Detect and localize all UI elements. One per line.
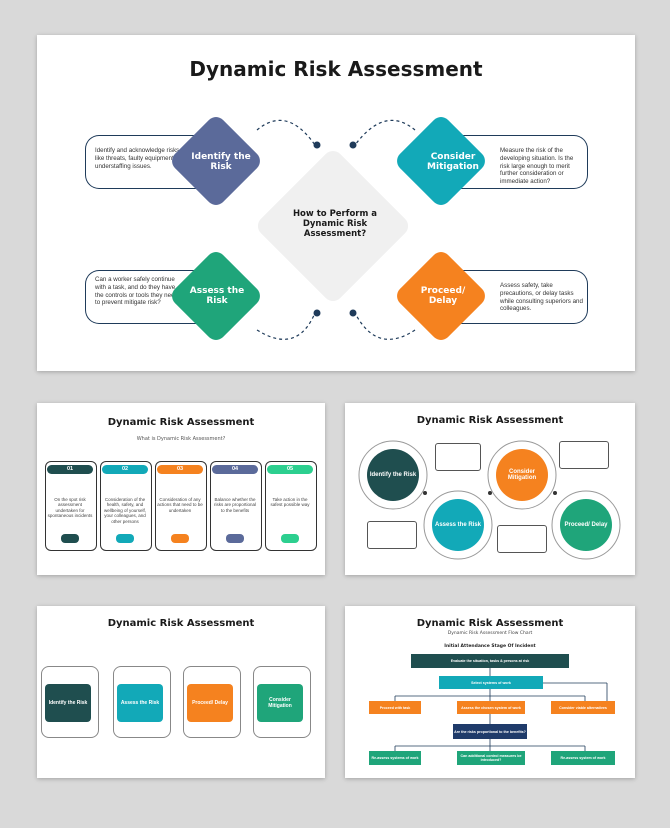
col-5-num: 05 bbox=[267, 465, 313, 474]
center-label: How to Perform a Dynamic Risk Assessment… bbox=[292, 209, 378, 239]
col-2-num: 02 bbox=[102, 465, 148, 474]
col-2 bbox=[100, 461, 152, 551]
card-frame-4 bbox=[253, 666, 311, 738]
step-text-mitigation: Measure the risk of the developing situa… bbox=[500, 147, 574, 185]
step-text-proceed: Assess safety, take precautions, or dela… bbox=[500, 282, 583, 313]
card-frame-3 bbox=[183, 666, 241, 738]
col-5-dot bbox=[281, 534, 299, 543]
connector-lines bbox=[256, 119, 416, 340]
col-3-text: Consideration of any actions that need t… bbox=[157, 497, 203, 513]
slide-4[interactable]: Dynamic Risk Assessment Identify the Ris… bbox=[37, 606, 325, 778]
slide-5-subtitle: Dynamic Risk Assessment Flow Chart bbox=[447, 631, 533, 636]
card-mitigation: Consider Mitigation bbox=[257, 684, 303, 722]
col-1-num: 01 bbox=[47, 465, 93, 474]
col-5 bbox=[265, 461, 317, 551]
circle-identify: Identify the Risk bbox=[367, 449, 419, 501]
col-4-num: 04 bbox=[212, 465, 258, 474]
col-1-text: On the spot risk assessment undertaken f… bbox=[47, 497, 93, 519]
slide-5[interactable]: Dynamic Risk Assessment Dynamic Risk Ass… bbox=[345, 606, 635, 778]
note-box-2 bbox=[559, 441, 609, 469]
slide-4-title: Dynamic Risk Assessment bbox=[107, 618, 255, 629]
col-3-num: 03 bbox=[157, 465, 203, 474]
slide-2[interactable]: Dynamic Risk Assessment What is Dynamic … bbox=[37, 403, 325, 575]
col-2-dot bbox=[116, 534, 134, 543]
col-4 bbox=[210, 461, 262, 551]
proceed-label: Proceed/ Delay bbox=[420, 285, 466, 306]
col-5-text: Take action in the safest possible way bbox=[270, 497, 310, 508]
col-4-dot bbox=[226, 534, 244, 543]
node-reassess-1: Re-assess systems of work bbox=[369, 751, 421, 765]
node-evaluate: Evaluate the situation, tasks & persons … bbox=[411, 654, 569, 668]
circle-mitigation: Consider Mitigation bbox=[496, 449, 548, 501]
col-4-text: Balance whether the risks are proportion… bbox=[213, 497, 257, 513]
col-3 bbox=[155, 461, 207, 551]
card-identify: Identify the Risk bbox=[45, 684, 91, 722]
col-1-dot bbox=[61, 534, 79, 543]
node-proceed: Proceed with task bbox=[369, 701, 421, 714]
note-box-1 bbox=[435, 443, 481, 471]
step-text-identify: Identify and acknowledge risks like thre… bbox=[95, 147, 183, 170]
node-assess: Assess the chosen system of work bbox=[457, 701, 525, 714]
col-1 bbox=[45, 461, 97, 551]
note-box-4 bbox=[497, 525, 547, 553]
slide-5-title: Dynamic Risk Assessment bbox=[416, 618, 564, 629]
card-frame-2 bbox=[113, 666, 171, 738]
card-frame-1 bbox=[41, 666, 99, 738]
col-2-text: Consideration of the health, safety, and… bbox=[103, 497, 147, 524]
node-additional: Can additional control measures be intro… bbox=[457, 751, 525, 765]
identify-label: Identify the Risk bbox=[191, 151, 251, 172]
node-consider: Consider viable alternatives bbox=[551, 701, 615, 714]
circle-assess: Assess the Risk bbox=[432, 499, 484, 551]
slide-2-subtitle: What is Dynamic Risk Assessment? bbox=[136, 436, 226, 442]
node-proportional: Are the risks proportional to the benefi… bbox=[453, 724, 527, 739]
assess-label: Assess the Risk bbox=[189, 285, 245, 306]
step-text-assess: Can a worker safely continue with a task… bbox=[95, 276, 178, 307]
node-reassess-2: Re-assess system of work bbox=[551, 751, 615, 765]
col-3-dot bbox=[171, 534, 189, 543]
card-proceed: Proceed/ Delay bbox=[187, 684, 233, 722]
main-slide-title: Dynamic Risk Assessment bbox=[189, 57, 483, 81]
node-select: Select systems of work bbox=[439, 676, 543, 689]
circle-proceed: Proceed/ Delay bbox=[560, 499, 612, 551]
note-box-3 bbox=[367, 521, 417, 549]
circle-rings bbox=[358, 440, 621, 560]
slide-2-title: Dynamic Risk Assessment bbox=[107, 417, 255, 428]
mitigation-label: Consider Mitigation bbox=[427, 151, 479, 172]
main-slide[interactable]: Dynamic Risk Assessment How to Perform a… bbox=[37, 35, 635, 371]
card-assess: Assess the Risk bbox=[117, 684, 163, 722]
slide-3[interactable]: Dynamic Risk Assessment Identify the Ris… bbox=[345, 403, 635, 575]
slide-3-title: Dynamic Risk Assessment bbox=[416, 415, 564, 426]
slide-5-heading: Initial Attendance Stage Of Incident bbox=[444, 644, 536, 649]
